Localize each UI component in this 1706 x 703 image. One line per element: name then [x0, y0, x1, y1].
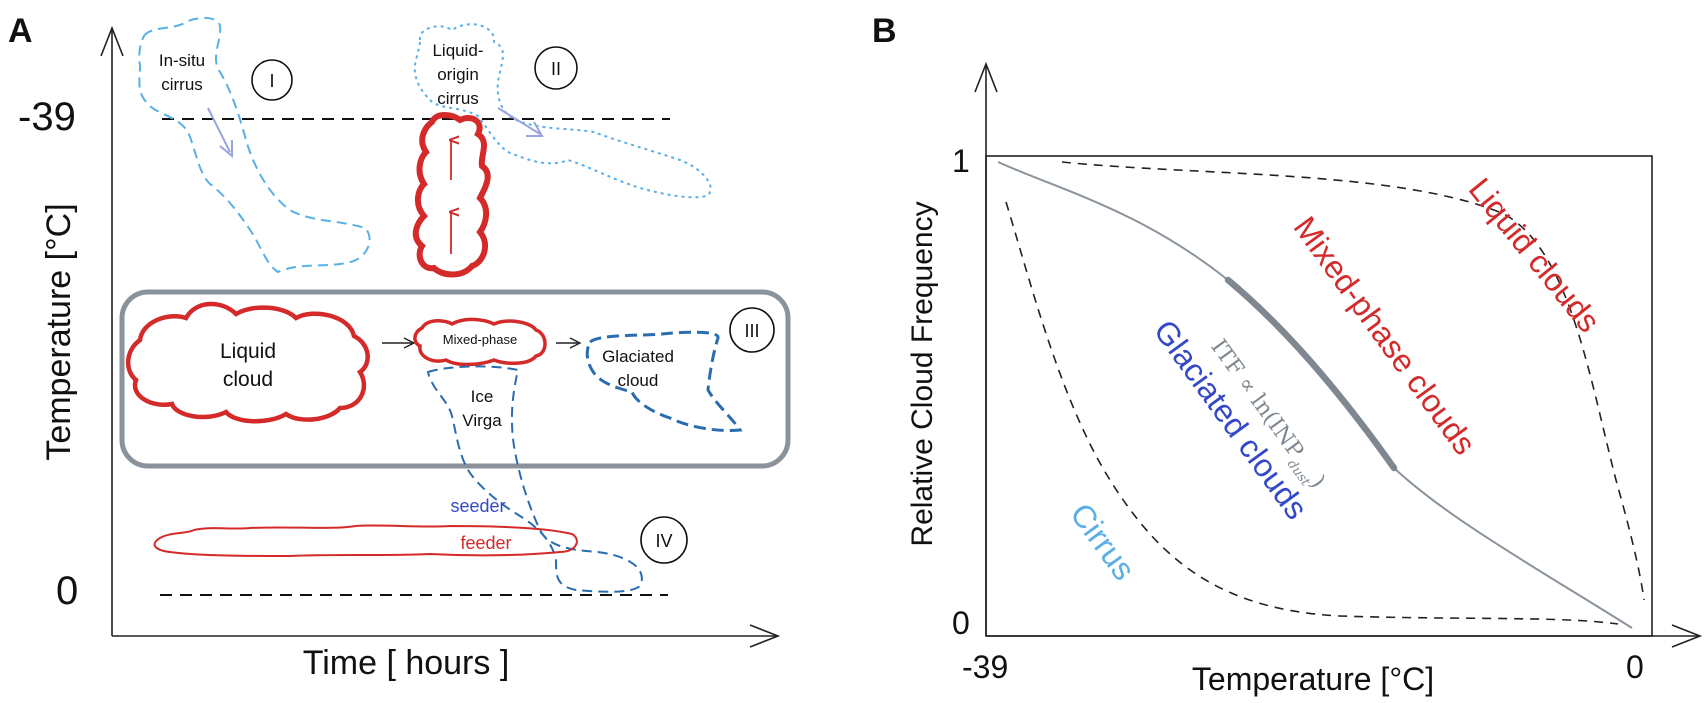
liquid-boundary-dashed-curve — [1061, 161, 1645, 601]
panel-b-x-axis-label: Temperature [°C] — [1192, 661, 1434, 697]
cloud-iii-roman-circle — [729, 307, 775, 353]
arrow-liquid-to-mixed-head — [403, 337, 416, 349]
cloud-ii-red-updraft — [412, 112, 491, 278]
cloud-i-label-line1: In-situ — [159, 51, 205, 70]
cloud-ii-roman: II — [551, 59, 561, 79]
feeder-cloud-shape — [153, 524, 578, 558]
panel-b-frame — [985, 155, 1653, 637]
seeder-label: seeder — [450, 496, 505, 516]
cloud-ii-label-line1: Liquid- — [432, 41, 483, 60]
cloud-i-arrow — [207, 107, 231, 153]
panel-a-label: A — [8, 12, 33, 50]
panel-a-axes — [100, 25, 781, 648]
cloud-ii-arrow — [497, 107, 541, 135]
panel-a-y-tick-top: -39 — [18, 95, 76, 139]
panel-b-y-tick-top: 1 — [952, 143, 970, 179]
cloud-iii-box-group: Liquid cloud Mixed-phase Glaciated cloud… — [119, 289, 791, 469]
cloud-i-roman-circle — [251, 59, 293, 101]
panel-b-x-tick-right: 0 — [1626, 649, 1644, 685]
liquid-clouds-label: Liquid clouds — [1462, 171, 1608, 339]
cloud-ii-liquid-origin-cirrus: Liquid- origin cirrus II — [412, 23, 712, 278]
ice-virga-label-line1: Ice — [471, 387, 494, 406]
itf-thick-segment — [1224, 276, 1398, 472]
cloud-i-outline — [138, 16, 371, 274]
cloud-iii-roman: III — [744, 321, 759, 341]
mixed-phase-label: Mixed-phase — [443, 332, 517, 347]
panel-b: B 1 0 -39 0 Relative Cloud Frequency Tem… — [872, 12, 1703, 697]
feeder-label: feeder — [460, 533, 511, 553]
cloud-iv-seeder-feeder: Ice Virga seeder feeder IV — [153, 365, 688, 593]
panel-b-y-tick-bottom: 0 — [952, 605, 970, 641]
panel-a-x-axis-label: Time [ hours ] — [303, 644, 510, 682]
cloud-iv-roman: IV — [655, 531, 672, 551]
cloud-i-arrowhead — [219, 140, 233, 159]
panel-a-x-arrowhead — [749, 624, 781, 648]
ice-virga-shape — [426, 365, 643, 593]
glaciated-cloud-label-line2: cloud — [618, 371, 659, 390]
panel-b-y-arrowhead — [974, 61, 998, 93]
ice-virga-label-line2: Virga — [462, 411, 502, 430]
panel-a-y-axis-label: Temperature [°C] — [40, 203, 78, 460]
cloud-ii-outline — [413, 23, 712, 199]
cloud-iii-box — [119, 289, 791, 469]
panel-b-label: B — [872, 12, 897, 50]
panel-b-axes — [974, 61, 1703, 648]
panel-a-y-tick-bottom: 0 — [56, 569, 78, 613]
mixed-phase-clouds-label: Mixed-phase clouds — [1287, 210, 1483, 461]
panel-b-x-tick-left: -39 — [962, 649, 1008, 685]
panel-a: A -39 0 Temperature [°C] Time [ hours ] … — [8, 12, 791, 682]
cloud-ii-arrowhead — [526, 121, 544, 137]
glaciated-cloud-shape — [585, 330, 743, 432]
cloud-ii-label-line3: cirrus — [437, 89, 479, 108]
mixed-phase-shape — [413, 317, 547, 367]
liquid-cloud-label-line1: Liquid — [220, 340, 276, 363]
cloud-i-in-situ-cirrus: In-situ cirrus I — [138, 16, 371, 274]
glaciated-boundary-dashed-curve — [1005, 201, 1619, 625]
glaciated-cloud-label-line1: Glaciated — [602, 347, 674, 366]
cloud-ii-label-line2: origin — [437, 65, 479, 84]
liquid-cloud-shape — [126, 301, 370, 424]
cloud-i-label-line2: cirrus — [161, 75, 203, 94]
liquid-cloud-label-line2: cloud — [223, 368, 273, 391]
panel-b-y-axis-label: Relative Cloud Frequency — [906, 201, 939, 546]
arrow-mixed-to-glaciated-head — [569, 337, 582, 349]
cloud-ii-roman-circle — [534, 46, 578, 90]
panel-b-x-arrowhead — [1671, 624, 1703, 648]
cloud-i-roman: I — [269, 71, 274, 91]
cloud-iv-roman-circle — [640, 516, 688, 564]
cirrus-label: Cirrus — [1063, 496, 1142, 586]
panel-a-y-arrowhead — [100, 25, 124, 57]
